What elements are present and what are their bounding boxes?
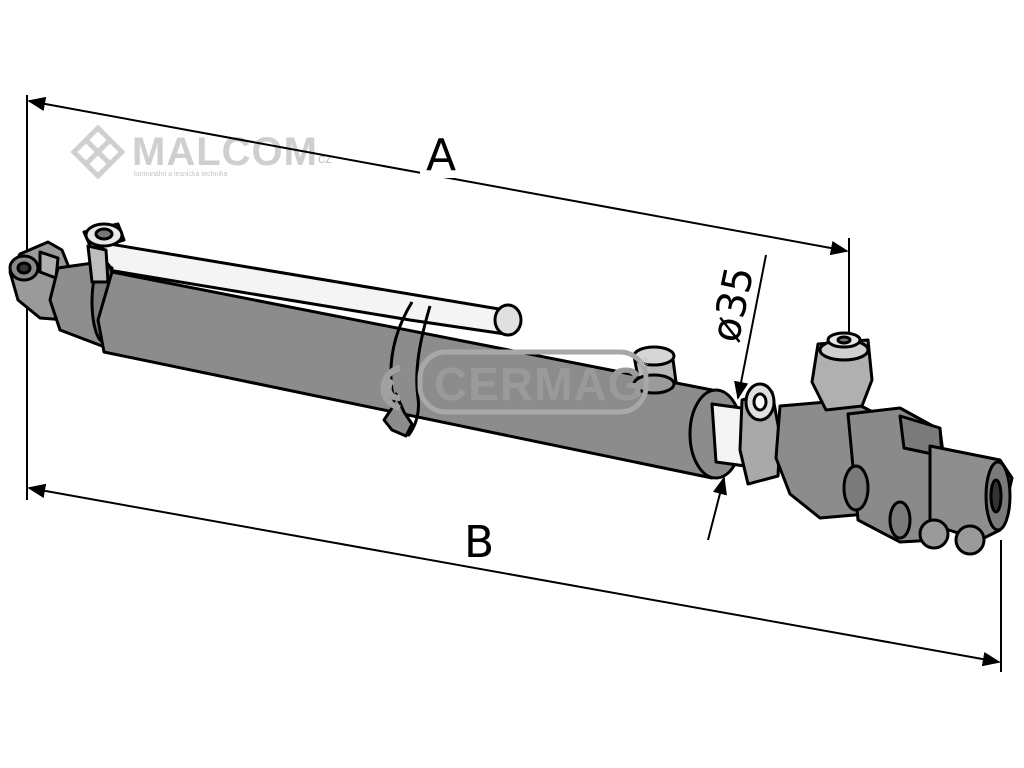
front-rod-end-housing (774, 398, 1014, 556)
malcom-logo-icon (70, 124, 126, 180)
dimension-a-label: A (426, 130, 456, 181)
top-port-fitting (810, 331, 874, 412)
malcom-suffix: cz (318, 150, 332, 166)
rear-port-fitting (82, 222, 126, 284)
malcom-tagline: komunální a lesnická technika (134, 171, 227, 178)
cermag-registered-mark: ® (640, 355, 649, 369)
dimension-line-b (27, 483, 1001, 667)
malcom-watermark: MALCOM cz komunální a lesnická technika (70, 124, 332, 180)
cermag-logo-icon (380, 365, 402, 411)
rod-diameter-label: ø35 (703, 263, 764, 346)
diameter-leader-top (734, 254, 767, 400)
pipe-clamp (382, 301, 432, 438)
cylinder-assembly (8, 222, 1014, 556)
cermag-watermark: CERMAG ® (380, 349, 649, 415)
cermag-name: CERMAG (434, 358, 644, 410)
dimension-b: B (27, 483, 1002, 672)
pipe-end-fitting (493, 303, 523, 337)
dimension-a: A (26, 95, 850, 500)
dimension-b-label: B (464, 517, 494, 568)
rod-lock-nut (738, 382, 782, 486)
diameter-leader-bottom (707, 476, 727, 541)
